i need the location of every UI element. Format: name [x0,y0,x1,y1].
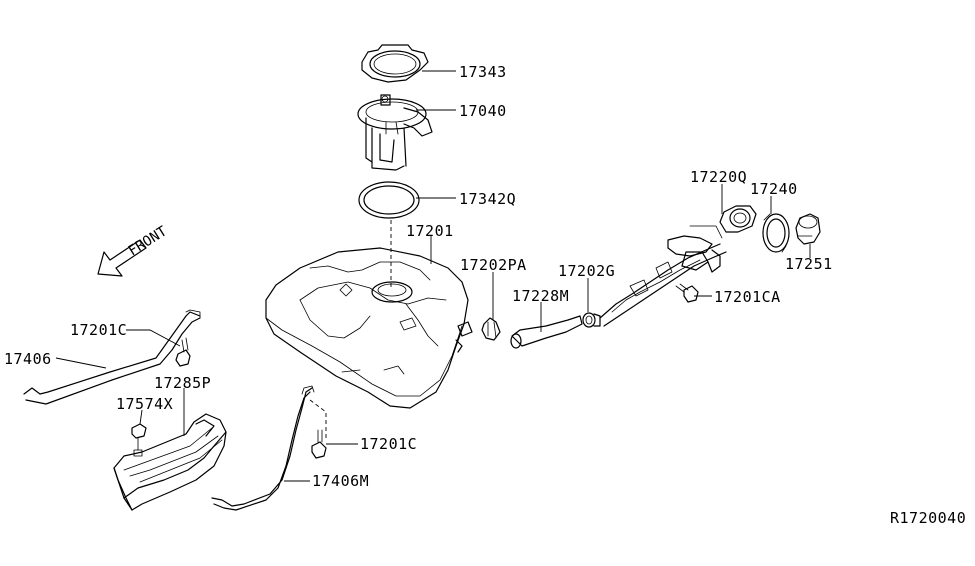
callout-17201: 17201 [406,222,454,240]
bolt-17201CA [675,283,699,303]
clamp-17202G [582,312,601,328]
callout-17040: 17040 [459,102,507,120]
callout-17202PA: 17202PA [460,256,527,274]
callout-17251: 17251 [785,255,833,273]
callout-17285P: 17285P [154,374,211,392]
tank-strap-17406 [23,309,201,405]
filler-cap-17251 [795,213,821,245]
protector-17285P [113,413,227,511]
callout-17201C-left: 17201C [70,321,127,339]
bolt-17201C-left [175,337,191,367]
reference-code: R1720040 [890,509,966,527]
callout-17201CA: 17201CA [714,288,781,306]
callout-17201C-right: 17201C [360,435,417,453]
tank-strap-17406M [211,385,315,511]
fuel-tank-17201 [265,247,473,409]
front-direction-arrow: FRONT [97,223,171,277]
callout-17342Q: 17342Q [459,190,516,208]
gasket-17240 [762,213,790,253]
callout-17406M: 17406M [312,472,369,490]
lock-ring-17343 [361,44,429,83]
front-label: FRONT [126,223,171,259]
callout-17228M: 17228M [512,287,569,305]
callout-labels: 17343 17040 17342Q 17201 17202PA 17202G … [4,63,966,527]
filler-tube-17220Q [599,205,757,327]
clamp-17202PA [481,317,501,341]
leader-lines [55,70,811,482]
callout-17220Q: 17220Q [690,168,747,186]
bolt-17201C-right [309,399,327,459]
filler-hose-17228M [510,315,583,349]
callout-17240: 17240 [750,180,798,198]
gasket-17342Q [358,181,420,219]
callout-17574X: 17574X [116,395,173,413]
callout-17343: 17343 [459,63,507,81]
callout-17406: 17406 [4,350,52,368]
fuel-pump-module-17040 [357,94,433,171]
callout-17202G: 17202G [558,262,615,280]
